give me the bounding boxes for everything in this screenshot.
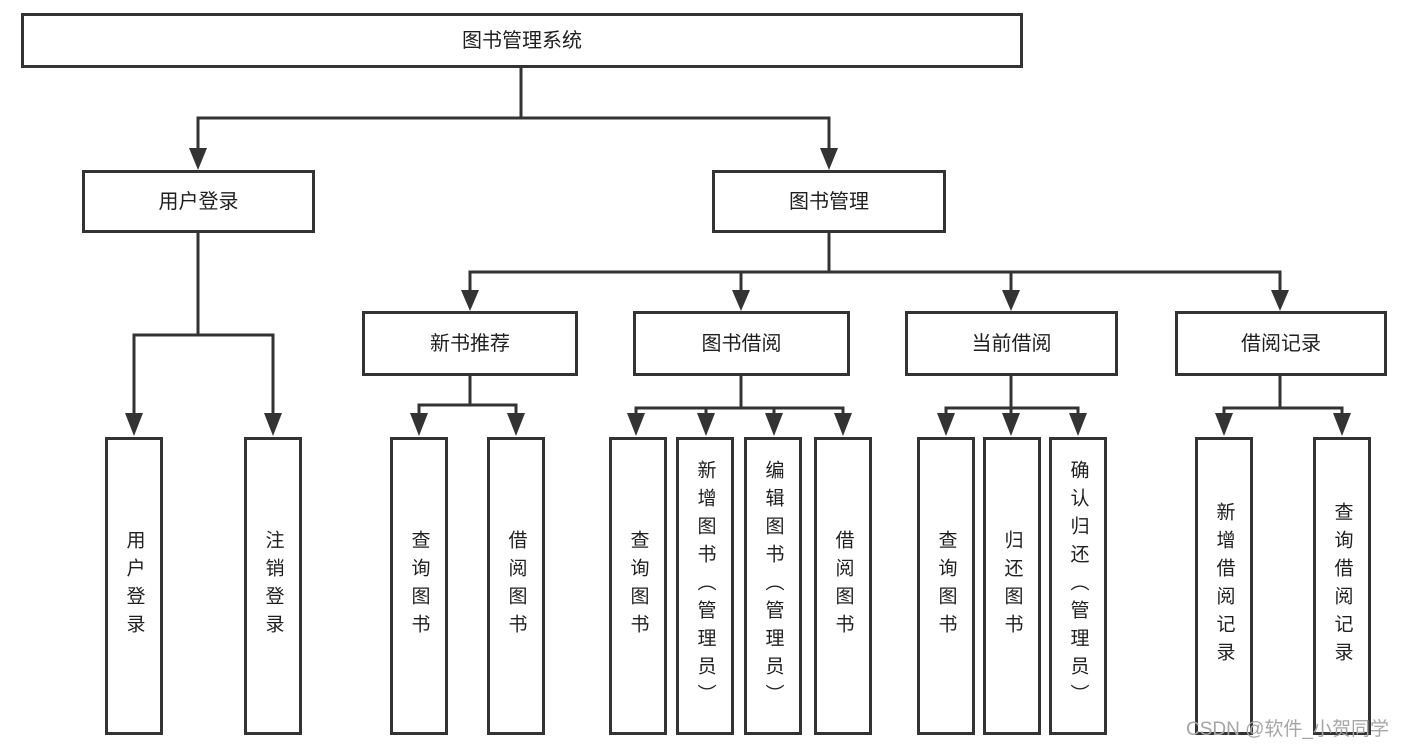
node-current-borrowing: 当前借阅: [905, 311, 1118, 376]
node-book-management: 图书管理: [712, 170, 946, 233]
node-borrowing-records: 借阅记录: [1175, 311, 1387, 376]
leaf-label: 确认归还（管理员）: [1067, 460, 1089, 712]
leaf-label: 查询图书: [935, 530, 957, 642]
leaf-label: 查询图书: [408, 530, 430, 642]
leaf-query-books-borrowing: 查询图书: [609, 437, 667, 735]
leaf-label: 查询图书: [627, 530, 649, 642]
leaf-add-book-admin: 新增图书（管理员）: [676, 437, 734, 735]
leaf-label: 注销登录: [262, 530, 284, 642]
leaf-borrow-books: 借阅图书: [814, 437, 872, 735]
leaf-add-borrow-record: 新增借阅记录: [1195, 437, 1253, 735]
leaf-label: 用户登录: [123, 530, 145, 642]
leaf-label: 查询借阅记录: [1331, 502, 1353, 670]
leaf-label: 新增借阅记录: [1213, 502, 1235, 670]
leaf-label: 编辑图书（管理员）: [762, 460, 784, 712]
leaf-query-borrow-record: 查询借阅记录: [1313, 437, 1371, 735]
leaf-label: 借阅图书: [832, 530, 854, 642]
node-user-login: 用户登录: [82, 170, 315, 233]
leaf-logout: 注销登录: [244, 437, 302, 735]
csdn-watermark: CSDN @软件_小贺同学: [1186, 719, 1389, 740]
leaf-label: 归还图书: [1001, 530, 1023, 642]
leaf-return-book: 归还图书: [983, 437, 1041, 735]
leaf-confirm-return-admin: 确认归还（管理员）: [1049, 437, 1107, 735]
node-new-book-recommendation: 新书推荐: [362, 311, 578, 376]
leaf-query-books-recommend: 查询图书: [390, 437, 448, 735]
leaf-borrow-books-recommend: 借阅图书: [487, 437, 545, 735]
node-library-management-system: 图书管理系统: [21, 13, 1023, 68]
node-book-borrowing: 图书借阅: [633, 311, 850, 376]
leaf-user-login: 用户登录: [105, 437, 163, 735]
leaf-label: 借阅图书: [505, 530, 527, 642]
leaf-edit-book-admin: 编辑图书（管理员）: [744, 437, 802, 735]
leaf-label: 新增图书（管理员）: [694, 460, 716, 712]
leaf-query-books-current: 查询图书: [917, 437, 975, 735]
